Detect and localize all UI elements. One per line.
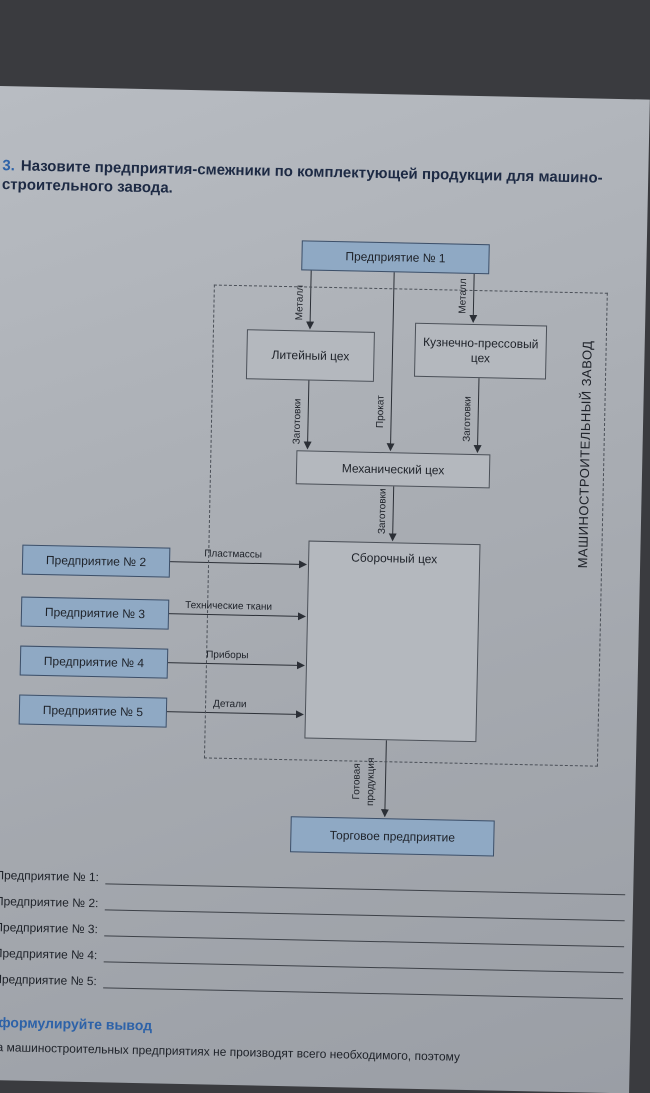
assembly-box: Сборочный цех [304, 540, 481, 743]
label-finished-2: продукция [365, 757, 378, 807]
forge-box: Кузнечно-прессовый цех [414, 322, 548, 380]
answer-label-2: Предприятие № 2: [0, 894, 99, 911]
label-rolled: Прокат [374, 395, 387, 429]
arrow-rolled [386, 270, 395, 452]
arrow-plastics [168, 560, 308, 569]
label-metal-right: Металл [457, 278, 470, 314]
enterprise-1-box: Предприятие № 1 [301, 240, 490, 275]
arrow-blanks-bottom [388, 486, 397, 542]
label-devices: Приборы [206, 649, 249, 662]
label-parts: Детали [212, 698, 247, 711]
answer-label-5: Предприятие № 5: [0, 972, 97, 989]
arrow-fabrics [166, 612, 306, 621]
machining-box: Механический цех [295, 450, 491, 489]
arrow-devices [165, 661, 305, 670]
diagram-connectors [164, 268, 482, 818]
arrow-metal-left [306, 268, 315, 330]
label-finished-1: Готовая [351, 763, 363, 800]
label-metal-left: Металл [294, 284, 306, 321]
label-plastics: Пластмассы [204, 548, 263, 561]
enterprise-5-box: Предприятие № 5 [18, 694, 168, 728]
conclusion-text: На машиностроительных предприятиях не пр… [0, 1039, 461, 1064]
enterprise-4-box: Предприятие № 4 [19, 645, 169, 679]
label-blanks-right: Заготовки [461, 396, 474, 442]
label-blanks-bottom: Заготовки [376, 488, 389, 535]
trade-box: Торговое предприятие [290, 816, 495, 857]
foundry-box: Литейный цех [245, 329, 375, 382]
enterprise-3-box: Предприятие № 3 [20, 596, 170, 630]
answer-label-3: Предприятие № 3: [0, 920, 99, 937]
arrow-blanks-left [303, 380, 312, 450]
arrow-parts [164, 710, 304, 719]
enterprise-2-box: Предприятие № 2 [21, 544, 171, 578]
arrow-blanks-right [473, 376, 482, 454]
answer-label-4: Предприятие № 4: [0, 946, 98, 963]
answer-line-5[interactable] [102, 973, 624, 1000]
workbook-page: 3.Назовите предприятия-смежники по компл… [0, 86, 650, 1093]
conclusion-heading: Сформулируйте вывод [0, 1013, 153, 1034]
label-blanks-left: Заготовки [291, 398, 304, 445]
label-fabrics: Технические ткани [185, 599, 273, 613]
answer-label-1: Предприятие № 1: [0, 868, 100, 885]
arrow-finished [380, 740, 389, 818]
arrow-metal-right [469, 271, 478, 323]
